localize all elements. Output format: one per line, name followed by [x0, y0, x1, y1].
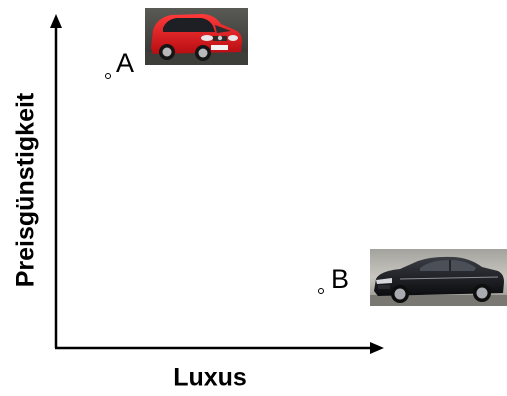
point-b-label: B	[331, 264, 350, 294]
red-hatchback-car-image	[145, 8, 248, 65]
point-a-marker	[105, 73, 111, 79]
point-b-marker	[318, 288, 324, 294]
point-a-label: A	[116, 48, 135, 78]
x-axis-arrowhead	[370, 342, 384, 354]
y-axis-arrowhead	[50, 14, 62, 28]
y-axis-label: Preisgünstigkeit	[11, 92, 40, 288]
x-axis-label: Luxus	[173, 363, 247, 392]
black-luxury-sedan-image	[370, 249, 507, 306]
